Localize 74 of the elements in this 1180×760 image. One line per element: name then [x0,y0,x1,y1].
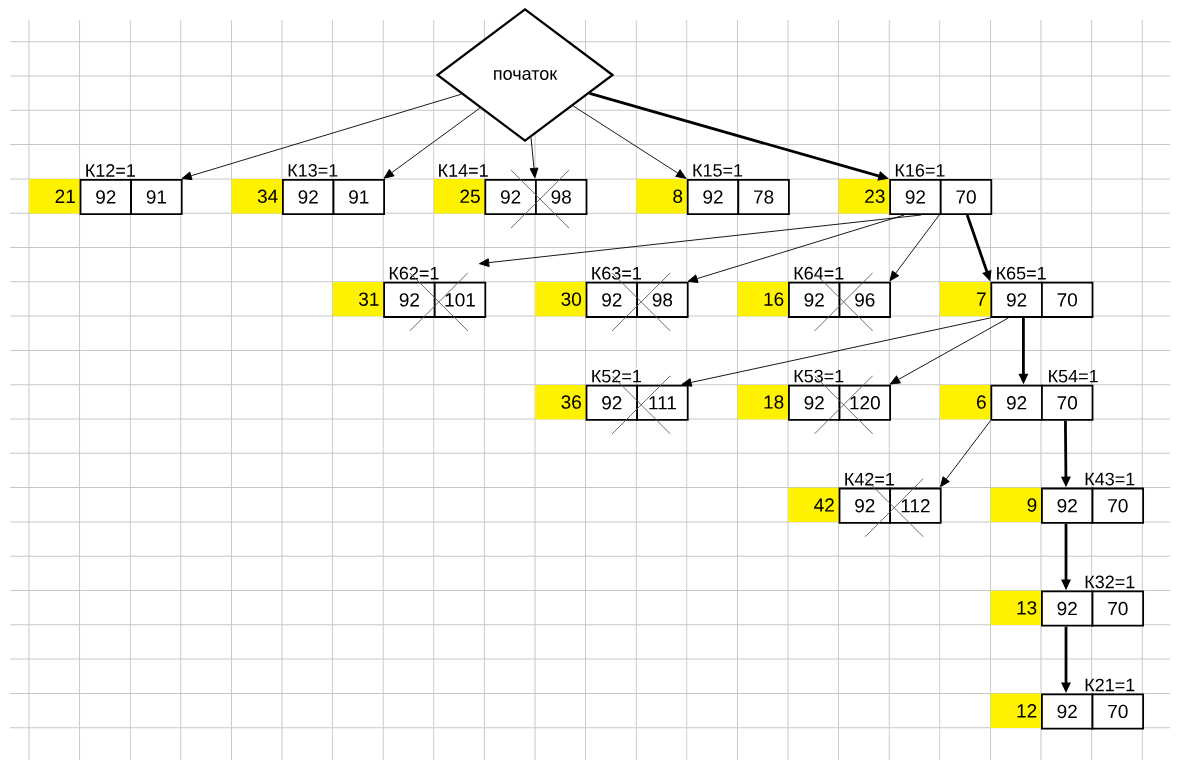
table-cell: 92 [585,281,638,318]
arrow [889,317,1009,385]
arrow [940,420,991,488]
arrow [181,93,462,181]
node-label: К43=1 [1085,472,1135,486]
node-label: К65=1 [997,266,1046,280]
table-cell: 92 [889,178,942,215]
table-cell: 92 [990,384,1043,421]
arrow [529,137,539,179]
weight-cell: 6 [940,384,991,420]
node-label: К63=1 [592,266,641,280]
table-cell: 70 [1041,384,1094,421]
node-label: К54=1 [1049,369,1098,383]
table-cell: 92 [585,384,638,421]
table-cell: 91 [332,178,385,215]
weight-cell: 12 [990,693,1042,728]
table-cell: 92 [484,178,537,215]
table-cell: 92 [788,281,841,318]
table-cell: 92 [1041,590,1094,627]
weight-cell: 23 [838,179,890,214]
node-label: К21=1 [1085,678,1135,692]
table-cell: 98 [535,178,588,215]
node-label: К53=1 [794,369,844,383]
table-cell: 92 [383,281,436,318]
table-cell: 92 [838,487,891,524]
table-cell: 98 [636,281,689,318]
arrow [889,214,940,282]
weight-cell: 21 [29,179,80,214]
node-label: К15=1 [693,164,743,177]
node-label: К62=1 [389,266,439,280]
node-label: К12=1 [86,164,135,177]
arrow [681,317,991,387]
arrow [478,214,922,267]
weight-cell: 13 [990,590,1042,625]
table-cell: 78 [737,178,790,215]
table-cell: 92 [282,178,335,215]
node-label: К32=1 [1085,575,1135,589]
arrow [383,107,481,179]
weight-cell: 7 [940,282,991,317]
table-cell: 92 [788,384,841,421]
weight-cell: 36 [535,384,586,420]
weight-cell: 8 [636,179,687,214]
table-cell: 92 [1041,693,1094,730]
node-label: К64=1 [794,266,844,280]
table-cell: 92 [686,178,740,215]
table-cell: 112 [889,487,942,524]
table-cell: 92 [990,281,1043,318]
weight-cell: 31 [332,282,384,317]
table-cell: 101 [433,281,487,318]
arrow [572,105,687,179]
table-cell: 111 [636,384,689,421]
weight-cell: 30 [535,282,586,317]
node-label: К42=1 [845,472,894,486]
table-cell: 70 [1041,281,1094,318]
arrow [687,214,905,283]
table-cell: 92 [1041,487,1094,524]
table-cell: 70 [1091,487,1144,524]
weight-cell: 34 [231,179,283,214]
node-label: К13=1 [288,163,338,177]
table-cell: 70 [939,178,993,215]
weight-cell: 25 [434,179,485,214]
table-cell: 120 [838,384,891,421]
table-cell: 70 [1091,590,1144,627]
node-label: К16=1 [895,163,945,177]
weight-cell: 42 [788,487,839,523]
table-cell: 70 [1091,693,1144,730]
table-cell: 96 [838,281,891,318]
node-label: К14=1 [439,164,488,177]
weight-cell: 18 [737,384,789,420]
node-label: К52=1 [592,369,641,383]
weight-cell: 16 [737,282,789,317]
table-cell: 91 [130,178,183,215]
weight-cell: 9 [990,487,1042,523]
table-cell: 92 [79,178,132,215]
